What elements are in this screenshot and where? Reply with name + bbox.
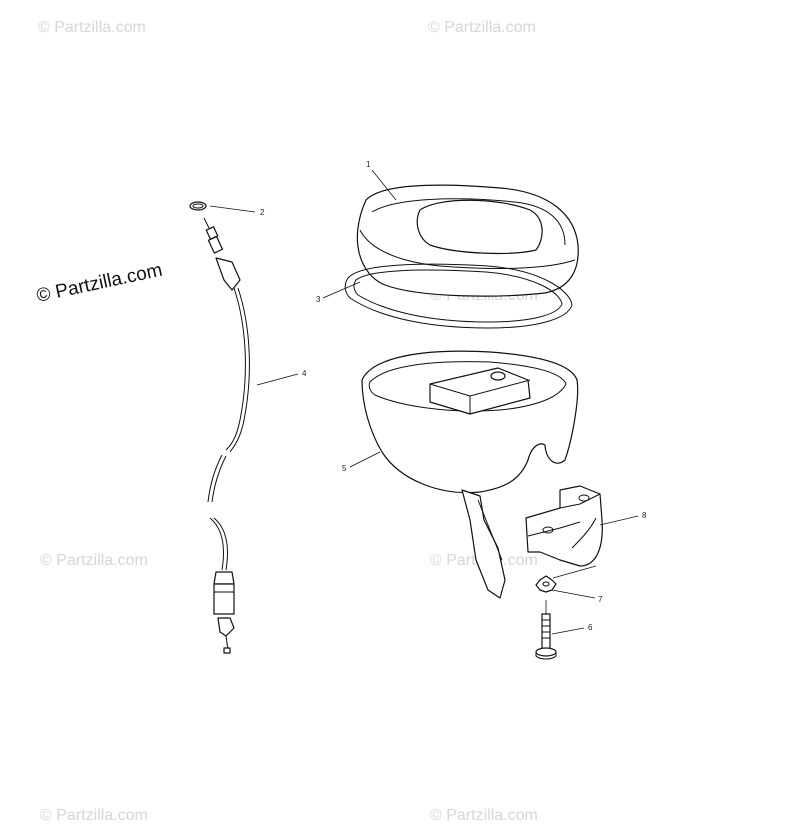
callout-labels: 1 2 3 4 5 6 7 8 <box>260 160 647 632</box>
cover-part <box>356 184 579 297</box>
o-ring-part <box>189 201 207 211</box>
watermark-text: © Partzilla.com <box>38 19 146 36</box>
watermark-main-text: © Partzilla.com <box>35 260 165 307</box>
callout-2: 2 <box>260 208 265 217</box>
leader-lines <box>209 169 639 635</box>
gasket-part <box>344 263 573 329</box>
callout-7: 7 <box>598 595 603 604</box>
callout-5: 5 <box>342 464 347 473</box>
callout-3: 3 <box>316 295 321 304</box>
throttle-cable-part <box>203 217 250 654</box>
callout-8: 8 <box>642 511 647 520</box>
callout-4: 4 <box>302 369 307 378</box>
watermark-text: © Partzilla.com <box>430 807 538 824</box>
lock-washer-part <box>535 575 557 593</box>
watermark-text: © Partzilla.com <box>428 19 536 36</box>
watermark-text: © Partzilla.com <box>40 552 148 569</box>
callout-6: 6 <box>588 623 593 632</box>
bolt-part <box>535 613 557 660</box>
watermark-text: © Partzilla.com <box>40 807 148 824</box>
callout-1: 1 <box>366 160 371 169</box>
housing-part <box>361 350 579 599</box>
clamp-part <box>525 485 603 567</box>
